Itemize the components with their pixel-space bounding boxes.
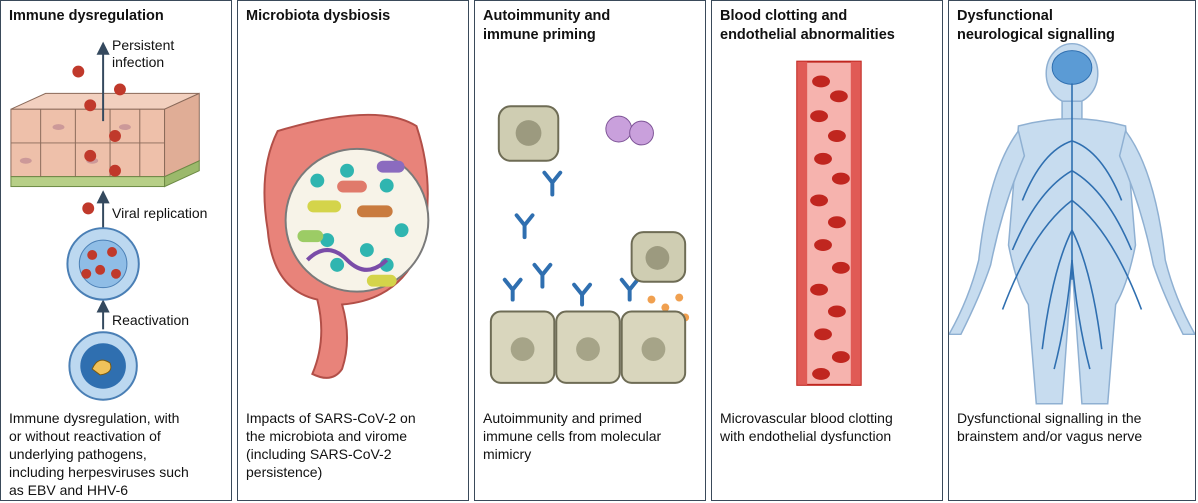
- blood-vessel-illustration: [796, 60, 862, 386]
- antibody-icon: [502, 170, 640, 307]
- panel-caption: Autoimmunity and primed immune cells fro…: [483, 410, 662, 462]
- red-blood-cell-icon: [810, 75, 850, 380]
- infected-cell-icon: [66, 227, 140, 301]
- autoimmunity-illustration: [489, 105, 690, 384]
- panel-immune-dysregulation: Immune dysregulation Persistent infectio…: [0, 0, 232, 501]
- panel-caption: Dysfunctional signalling in the brainste…: [957, 410, 1143, 444]
- panel-title: Autoimmunity and immune priming: [483, 8, 611, 43]
- viral-replication-label: Viral replication: [112, 205, 208, 221]
- virus-icon: [72, 65, 126, 215]
- immune-cell-icon: [497, 105, 560, 162]
- panel-title: Microbiota dysbiosis: [246, 8, 391, 24]
- panel-title: Immune dysregulation: [9, 8, 164, 24]
- latent-cell-icon: [68, 331, 138, 401]
- microbiota-magnified-icon: [284, 147, 430, 293]
- brain-icon: [1051, 50, 1093, 85]
- nerve-icon: [1001, 83, 1143, 370]
- epithelium-icon: [10, 92, 200, 188]
- tissue-cells-icon: [489, 310, 687, 384]
- panel-caption: Impacts of SARS-CoV-2 on the microbiota …: [246, 410, 416, 480]
- pathogen-icon: [605, 115, 654, 146]
- persistent-infection-label: Persistent infection: [112, 37, 175, 70]
- reactivation-label: Reactivation: [112, 312, 190, 328]
- panel-caption: Microvascular blood clotting with endoth…: [720, 410, 893, 444]
- panel-title: Dysfunctional neurological signalling: [957, 8, 1115, 43]
- panel-caption: Immune dysregulation, with or without re…: [9, 410, 189, 498]
- panel-blood-clotting: Blood clotting and endothelial abnormali…: [711, 0, 943, 501]
- nervous-system-illustration: [949, 42, 1195, 405]
- primed-cell-icon: [630, 231, 687, 283]
- panel-microbiota-dysbiosis: Microbiota dysbiosis Impacts of SARS-CoV…: [237, 0, 469, 501]
- panel-autoimmunity: Autoimmunity and immune priming Autoimmu…: [474, 0, 706, 501]
- intestine-illustration: [263, 113, 430, 379]
- panel-title: Blood clotting and endothelial abnormali…: [720, 8, 895, 43]
- immune-dysregulation-illustration: [10, 41, 200, 401]
- panel-neurological-signalling: Dysfunctional neurological signalling Dy…: [948, 0, 1196, 501]
